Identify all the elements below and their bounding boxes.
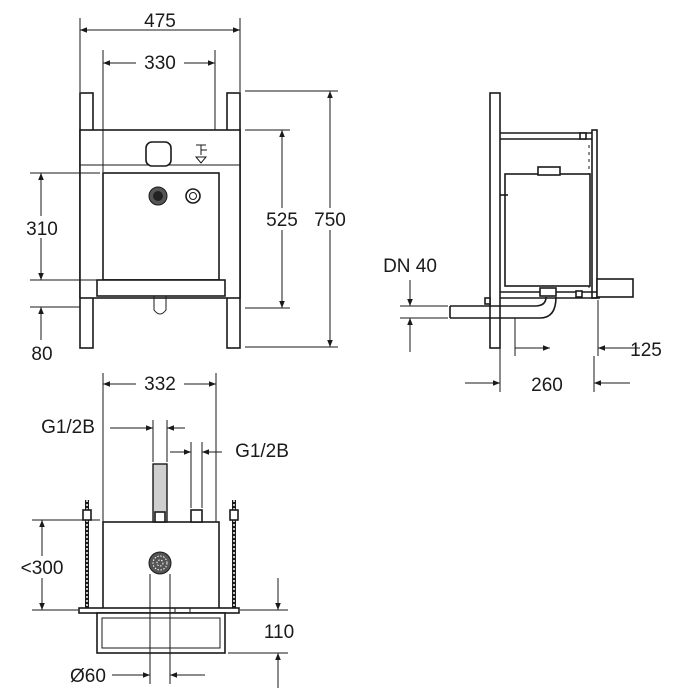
side-cistern	[504, 173, 591, 287]
top-view: 332 G1/2B G1/2B <300 110 Ø60	[14, 372, 294, 688]
square-button-icon	[145, 141, 172, 167]
side-back-plate	[489, 92, 501, 349]
pipe-right-label: G1/2B	[235, 441, 289, 462]
dim-width-inner: 330	[144, 53, 176, 74]
tap-symbol-icon	[194, 144, 208, 164]
pipe-left-label: G1/2B	[41, 417, 95, 438]
dim-height-feet: 80	[31, 344, 52, 365]
side-view: DN 40 125 260	[383, 92, 662, 396]
side-front-plate	[591, 129, 598, 299]
dim-height-panel: 310	[26, 219, 58, 240]
dim-frame-depth: 110	[264, 622, 294, 643]
dim-depth-outlet: 125	[630, 340, 662, 361]
drain-label: DN 40	[383, 256, 437, 277]
front-view: 475 330 750 525 310 80	[18, 11, 354, 365]
dim-diameter: Ø60	[70, 666, 106, 687]
dim-height-total: 750	[314, 210, 346, 231]
dim-width-outer: 475	[144, 11, 176, 32]
dim-height-box: 525	[266, 210, 298, 231]
side-outlet	[596, 278, 634, 298]
top-front-frame	[96, 612, 226, 654]
dim-depth-total: 260	[531, 375, 563, 396]
small-knob-icon	[185, 188, 201, 204]
front-shelf	[96, 279, 226, 297]
dim-depth-max: <300	[21, 558, 64, 579]
dim-top-width: 332	[144, 374, 176, 395]
perforated-button-icon	[148, 551, 172, 575]
top-pipe-right	[190, 509, 203, 523]
